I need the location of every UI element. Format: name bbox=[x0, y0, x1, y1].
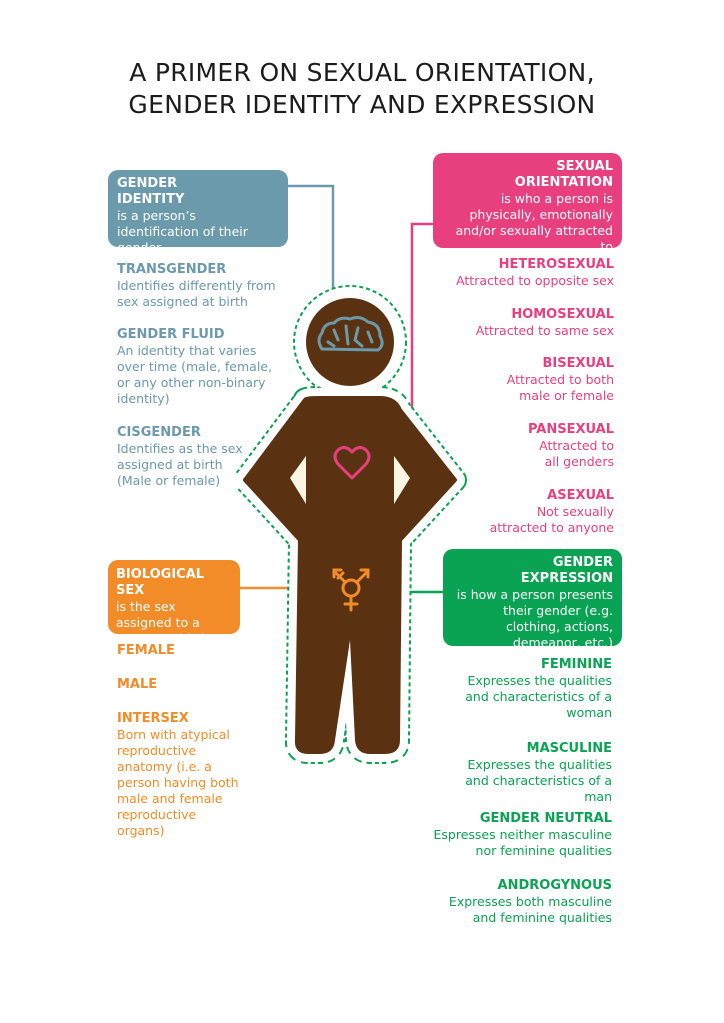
term: PANSEXUAL bbox=[527, 422, 614, 437]
definition: Expresses the qualities and characterist… bbox=[465, 757, 612, 804]
sexual-orientation-desc: is who a person is physically, emotional… bbox=[455, 191, 613, 254]
term: MALE bbox=[117, 677, 158, 692]
term: FEMININE bbox=[540, 657, 612, 672]
sexual-orientation-heading: SEXUAL ORIENTATION bbox=[514, 159, 613, 190]
definition: Expresses both masculine and feminine qu… bbox=[448, 894, 612, 925]
gender-expression-box: GENDER EXPRESSION is how a person presen… bbox=[443, 549, 622, 650]
term: HETEROSEXUAL bbox=[498, 257, 614, 272]
term: INTERSEX bbox=[117, 711, 189, 726]
title-line-2: GENDER IDENTITY AND EXPRESSION bbox=[128, 90, 596, 119]
biological-sex-box: BIOLOGICAL SEX is the sex assigned to a … bbox=[108, 560, 240, 646]
term: FEMALE bbox=[117, 643, 175, 658]
title-line-1: A PRIMER ON SEXUAL ORIENTATION, bbox=[129, 58, 595, 87]
definition: Not sexually attracted to anyone bbox=[489, 504, 614, 535]
transgender-symbol-icon bbox=[332, 568, 370, 612]
biological-sex-heading: BIOLOGICAL SEX bbox=[116, 567, 205, 598]
gender-identity-box: GENDER IDENTITY is a person’s identifica… bbox=[108, 170, 288, 255]
definition: Expresses the qualities and characterist… bbox=[465, 673, 612, 720]
definition: Identifies differently from sex assigned… bbox=[117, 278, 276, 309]
definition: An identity that varies over time (male,… bbox=[117, 343, 272, 406]
term: CISGENDER bbox=[117, 425, 201, 440]
figure-head bbox=[306, 298, 394, 386]
definition: Attracted to same sex bbox=[475, 323, 614, 338]
gender-identity-heading: GENDER IDENTITY bbox=[117, 176, 185, 207]
definition: Born with atypical reproductive anatomy … bbox=[117, 727, 239, 838]
definition: Attracted to opposite sex bbox=[456, 273, 614, 288]
gender-expression-heading: GENDER EXPRESSION bbox=[520, 555, 613, 586]
term: ASEXUAL bbox=[547, 488, 614, 503]
list-item: MALE bbox=[117, 677, 267, 693]
list-item: FEMALE bbox=[117, 643, 267, 659]
definition: Identifies as the sex assigned at birth … bbox=[117, 441, 243, 488]
arm-gap-right bbox=[394, 456, 410, 504]
arm-gap-left bbox=[290, 456, 306, 504]
biological-sex-desc: is the sex assigned to a person at birth bbox=[116, 599, 209, 646]
term: MASCULINE bbox=[526, 741, 612, 756]
term: HOMOSEXUAL bbox=[511, 307, 614, 322]
gender-identity-connector bbox=[288, 184, 335, 318]
sexual-orientation-box: SEXUAL ORIENTATION is who a person is ph… bbox=[433, 153, 622, 254]
term: ANDROGYNOUS bbox=[497, 878, 612, 893]
heart-icon bbox=[333, 445, 371, 480]
brain-icon bbox=[317, 316, 384, 352]
term: TRANSGENDER bbox=[117, 262, 227, 277]
definition: Attracted to both male or female bbox=[506, 372, 614, 403]
term: GENDER FLUID bbox=[117, 327, 225, 342]
definition: Attracted to all genders bbox=[539, 438, 614, 469]
term: GENDER NEUTRAL bbox=[479, 811, 612, 826]
definition: Espresses neither masculine nor feminine… bbox=[433, 827, 612, 858]
gender-expression-desc: is how a person presents their gender (e… bbox=[456, 587, 613, 650]
gender-identity-desc: is a person’s identification of their ge… bbox=[117, 208, 248, 255]
term: BISEXUAL bbox=[542, 356, 614, 371]
